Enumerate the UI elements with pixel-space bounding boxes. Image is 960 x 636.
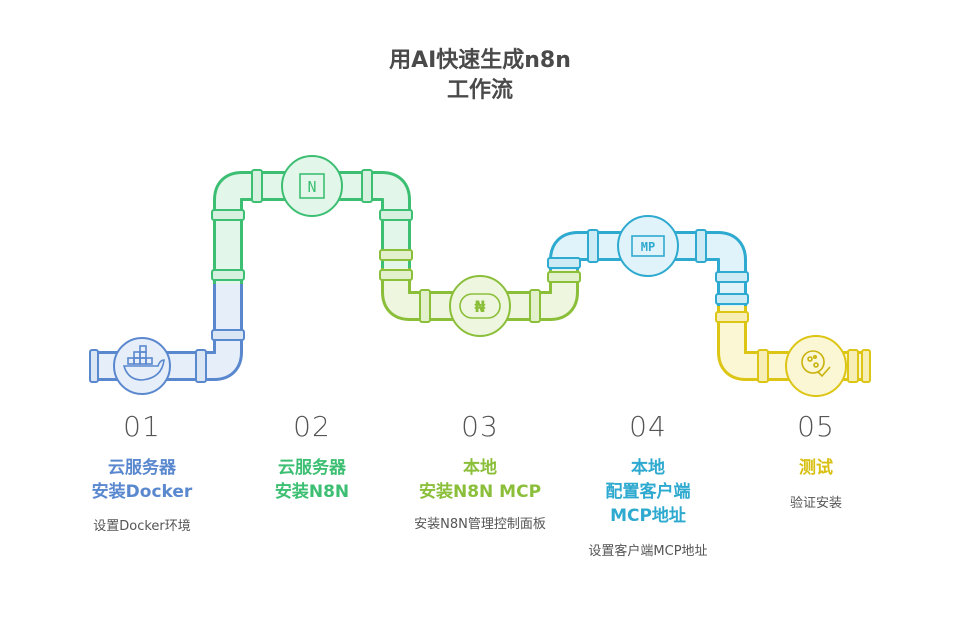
step-3-number: 03 xyxy=(395,410,565,443)
mcp-icon-text: MP xyxy=(641,240,655,254)
step-1-heading-line-1: 云服务器 xyxy=(57,456,227,480)
step-4-heading-line-2: 配置客户端 xyxy=(563,480,733,504)
step-5-number: 05 xyxy=(731,410,901,443)
step-3-description: 安装N8N管理控制面板 xyxy=(410,516,550,534)
step-3-heading-line-2: 安装N8N MCP xyxy=(395,480,565,504)
step-4-heading-line-1: 本地 xyxy=(563,456,733,480)
step-4-heading: 本地 配置客户端 MCP地址 xyxy=(563,456,733,528)
step-1-description: 设置Docker环境 xyxy=(57,518,227,536)
step-1-heading: 云服务器 安装Docker xyxy=(57,456,227,504)
step-2-heading-line-1: 云服务器 xyxy=(227,456,397,480)
step-3-heading: 本地 安装N8N MCP xyxy=(395,456,565,504)
step-4-heading-line-3: MCP地址 xyxy=(563,504,733,528)
n8n-icon-text: N xyxy=(307,178,316,196)
pipe-segment-5 xyxy=(716,306,870,396)
step-5-description: 验证安装 xyxy=(731,495,901,513)
step-1-heading-line-2: 安装Docker xyxy=(57,480,227,504)
step-1-number: 01 xyxy=(57,410,227,443)
step-5-heading: 测试 xyxy=(731,456,901,480)
step-5-heading-line-1: 测试 xyxy=(731,456,901,480)
step-4-description: 设置客户端MCP地址 xyxy=(553,543,743,561)
step-2-heading-line-2: 安装N8N xyxy=(227,480,397,504)
naira-icon-text: ₦ xyxy=(474,297,485,316)
pipe-segment-2 xyxy=(212,156,412,284)
step-3-heading-line-1: 本地 xyxy=(395,456,565,480)
step-2-heading: 云服务器 安装N8N xyxy=(227,456,397,504)
pipe-segment-1 xyxy=(90,284,244,394)
step-4-number: 04 xyxy=(563,410,733,443)
step-2-number: 02 xyxy=(227,410,397,443)
